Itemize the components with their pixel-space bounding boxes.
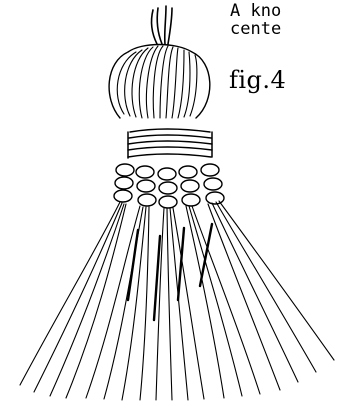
- head-strands: [117, 46, 197, 118]
- hanging-loop: [152, 6, 172, 44]
- knot-beads: [114, 164, 224, 208]
- fringe-shadows: [128, 224, 212, 320]
- neck-wrap: [128, 129, 212, 158]
